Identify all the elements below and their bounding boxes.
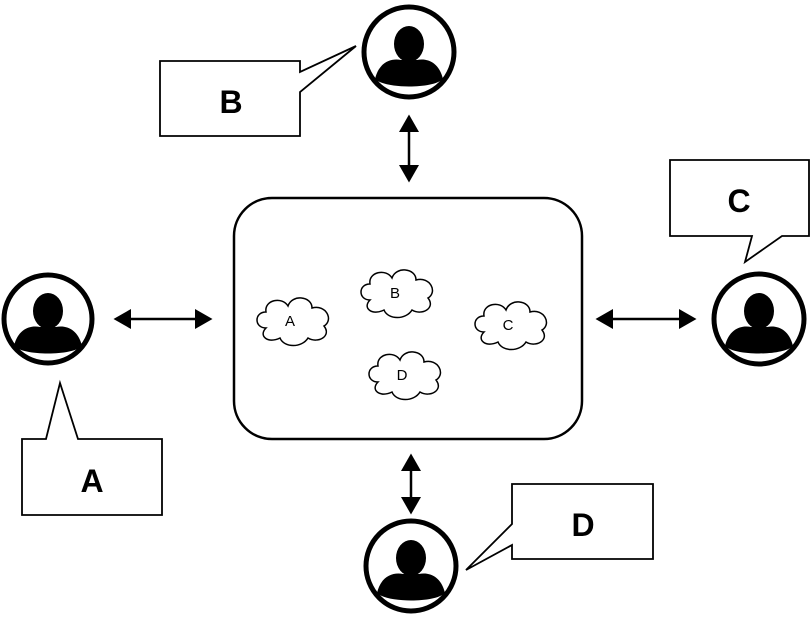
user-avatar-icon [711, 271, 807, 367]
user-avatar-icon [363, 518, 459, 614]
bubble-label-c: C [727, 183, 750, 219]
cloud-a: A [256, 297, 330, 347]
shared-space-box [232, 196, 584, 441]
cloud-c: C [474, 301, 548, 351]
cloud-label-d: D [397, 367, 408, 384]
speech-bubble-b: B [159, 45, 357, 137]
cloud-label-a: A [285, 313, 295, 330]
user-b [361, 4, 457, 100]
cloud-b: B [360, 269, 434, 319]
speech-bubble-a: A [21, 379, 163, 516]
speech-bubble-d: D [465, 483, 654, 571]
bubble-label-b: B [219, 84, 242, 120]
user-d [363, 518, 459, 614]
speech-bubble-c: C [669, 159, 810, 265]
user-c [711, 271, 807, 367]
user-a [1, 272, 95, 366]
user-avatar-icon [361, 4, 457, 100]
cloud-label-b: B [390, 285, 400, 302]
bubble-label-a: A [80, 463, 103, 499]
cloud-label-c: C [503, 317, 514, 334]
cloud-d: D [368, 351, 442, 401]
bubble-label-d: D [571, 507, 594, 543]
user-avatar-icon [1, 272, 95, 366]
